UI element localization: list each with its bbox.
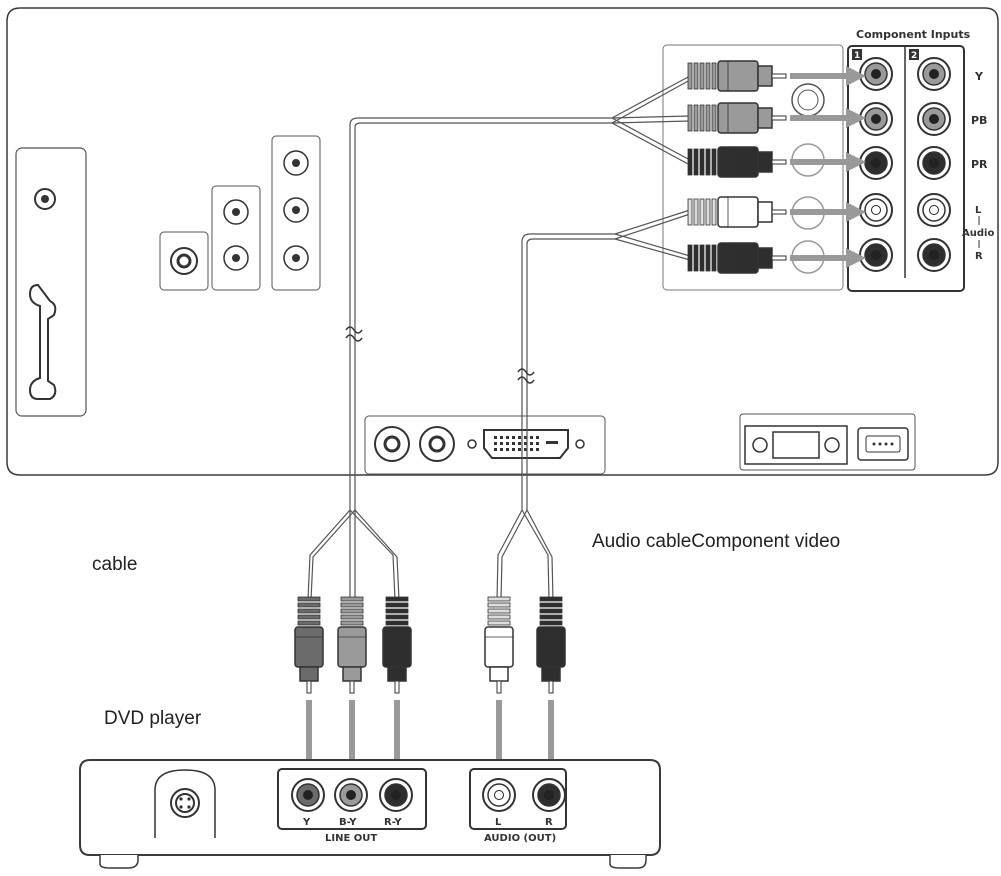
audio-component-caption: Audio cableComponent video bbox=[592, 531, 840, 552]
rca-plug-horizontal bbox=[687, 196, 787, 228]
rca-plug-vertical bbox=[294, 596, 324, 782]
rca-plug-horizontal bbox=[687, 102, 787, 134]
rca-plug-vertical bbox=[484, 596, 514, 782]
phone-handset-icon bbox=[28, 283, 57, 400]
rca-plug-vertical bbox=[536, 596, 566, 782]
arrowhead-icon bbox=[846, 66, 866, 86]
label-audio: Audio bbox=[962, 228, 994, 239]
arrowhead-icon bbox=[846, 248, 866, 268]
dvd-player: Y B-Y R-Y LINE OUT L R AUDIO (OUT) bbox=[79, 759, 661, 869]
dvd-output-jack bbox=[379, 778, 413, 812]
audio-out-label: AUDIO (OUT) bbox=[484, 833, 556, 844]
component-inputs-title: Component Inputs bbox=[856, 28, 971, 41]
group-2-label: 2 bbox=[911, 51, 917, 61]
label-y: Y bbox=[974, 70, 984, 83]
audio-cable-break-mark bbox=[517, 368, 535, 376]
tv-arrows bbox=[790, 66, 866, 268]
component-input-jack bbox=[917, 102, 951, 136]
right-small-blocks bbox=[739, 413, 916, 471]
group-1-label: 1 bbox=[854, 51, 860, 61]
dvd-label-r: R bbox=[545, 817, 553, 828]
dvd-label-y: Y bbox=[302, 817, 311, 828]
component-input-jack bbox=[859, 102, 893, 136]
rca-block-double bbox=[211, 185, 261, 291]
component-input-jack bbox=[859, 146, 893, 180]
arrowhead-icon bbox=[846, 202, 866, 222]
dvd-label-ry: R-Y bbox=[384, 817, 402, 828]
label-pb: PB bbox=[971, 114, 987, 127]
dvd-plugs bbox=[294, 596, 566, 782]
label-pr: PR bbox=[971, 158, 988, 171]
dvd-player-caption: DVD player bbox=[104, 708, 202, 729]
component-input-jack bbox=[859, 193, 893, 227]
tv-plugs bbox=[687, 60, 787, 274]
component-input-jack bbox=[917, 57, 951, 91]
component-input-jack bbox=[859, 238, 893, 272]
label-r: R bbox=[975, 251, 983, 262]
component-input-jack bbox=[859, 57, 893, 91]
rca-block-triple bbox=[271, 135, 321, 291]
dvd-output-jack bbox=[334, 778, 368, 812]
component-input-jack bbox=[917, 238, 951, 272]
component-input-jack bbox=[917, 193, 951, 227]
line-out-label: LINE OUT bbox=[325, 833, 377, 844]
rca-plug-horizontal bbox=[687, 60, 787, 92]
rca-plug-horizontal bbox=[687, 242, 787, 274]
dvi-port bbox=[467, 429, 585, 459]
component-input-jack bbox=[917, 146, 951, 180]
rca-plug-vertical bbox=[337, 596, 367, 782]
rca-plug-horizontal bbox=[687, 146, 787, 178]
label-l: L bbox=[975, 205, 982, 216]
rca-plug-vertical bbox=[382, 596, 412, 782]
dvd-output-jack bbox=[532, 778, 566, 812]
arrowhead-icon bbox=[846, 108, 866, 128]
dvd-label-by: B-Y bbox=[339, 817, 357, 828]
bottom-connector-strip bbox=[364, 415, 606, 475]
antenna-phone-block bbox=[15, 147, 87, 417]
rca-block-single bbox=[159, 231, 209, 291]
dvd-output-jack bbox=[482, 778, 516, 812]
video-cable-break-mark bbox=[345, 326, 363, 334]
video-cable bbox=[307, 75, 691, 601]
arrowhead-icon bbox=[846, 152, 866, 172]
dvd-output-jack bbox=[291, 778, 325, 812]
svideo-out-jack-icon bbox=[175, 793, 195, 813]
audio-cable bbox=[496, 209, 691, 601]
dvd-label-l: L bbox=[495, 817, 502, 828]
cable-caption: cable bbox=[92, 554, 137, 575]
